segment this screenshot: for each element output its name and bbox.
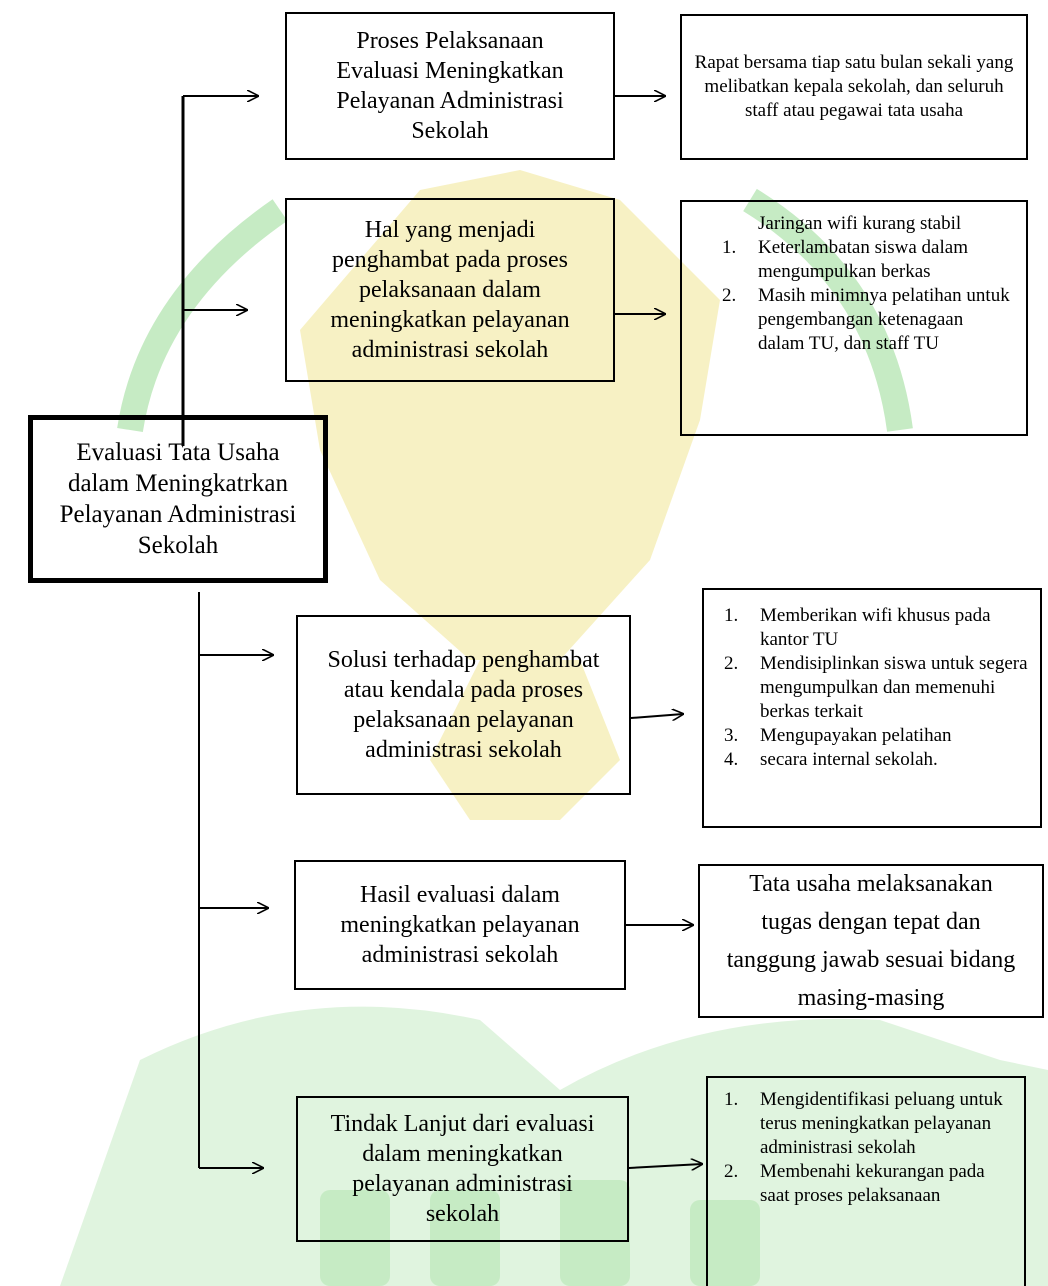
branch-node-obstacles: Hal yang menjadi penghambat pada proses … <box>285 198 615 382</box>
arrow-to-detail-5 <box>628 1164 702 1168</box>
branch-node-solutions: Solusi terhadap penghambat atau kendala … <box>296 615 631 795</box>
branch-label-solutions: Solusi terhadap penghambat atau kendala … <box>327 647 600 763</box>
detail-node-solutions: 1.Memberikan wifi khusus pada kantor TU … <box>702 588 1042 828</box>
list-item: 4.secara internal sekolah. <box>724 749 938 770</box>
detail-node-results: Tata usaha melaksanakan tugas dengan tep… <box>698 864 1044 1018</box>
detail-node-process: Rapat bersama tiap satu bulan sekali yan… <box>680 14 1028 160</box>
detail-list-followup: 1.Mengidentifikasi peluang untuk terus m… <box>724 1088 1016 1208</box>
list-item: 2.Masih minimnya pelatihan untuk pengemb… <box>722 285 1010 354</box>
list-item: 1.Mengidentifikasi peluang untuk terus m… <box>724 1089 1003 1158</box>
branch-label-process: Proses Pelaksanaan Evaluasi Meningkatkan… <box>336 28 564 144</box>
list-item: 1.Keterlambatan siswa dalam mengumpulkan… <box>722 237 968 282</box>
root-node: Evaluasi Tata Usaha dalam Meningkatrkan … <box>28 415 328 583</box>
detail-text-process: Rapat bersama tiap satu bulan sekali yan… <box>694 52 1014 121</box>
detail-node-obstacles: Jaringan wifi kurang stabil 1.Keterlamba… <box>680 200 1028 436</box>
branch-label-followup: Tindak Lanjut dari evaluasi dalam mening… <box>330 1111 595 1227</box>
list-item: 1.Memberikan wifi khusus pada kantor TU <box>724 605 991 650</box>
branch-label-obstacles: Hal yang menjadi penghambat pada proses … <box>330 217 570 363</box>
list-item: 2.Mendisiplinkan siswa untuk segera meng… <box>724 653 1028 722</box>
branch-label-results: Hasil evaluasi dalam meningkatkan pelaya… <box>340 882 580 968</box>
detail-lead-obstacles: Jaringan wifi kurang stabil <box>758 213 962 234</box>
list-item: 3.Mengupayakan pelatihan <box>724 725 952 746</box>
root-label: Evaluasi Tata Usaha dalam Meningkatrkan … <box>59 439 297 559</box>
branch-node-process: Proses Pelaksanaan Evaluasi Meningkatkan… <box>285 12 615 160</box>
detail-list-solutions: 1.Memberikan wifi khusus pada kantor TU … <box>724 604 1032 772</box>
detail-node-followup: 1.Mengidentifikasi peluang untuk terus m… <box>706 1076 1026 1286</box>
arrow-to-detail-3 <box>630 714 683 718</box>
branch-node-results: Hasil evaluasi dalam meningkatkan pelaya… <box>294 860 626 990</box>
detail-text-results: Tata usaha melaksanakan tugas dengan tep… <box>726 871 1016 1011</box>
list-item: 2.Membenahi kekurangan pada saat proses … <box>724 1161 985 1206</box>
branch-node-followup: Tindak Lanjut dari evaluasi dalam mening… <box>296 1096 629 1242</box>
detail-list-obstacles: 1.Keterlambatan siswa dalam mengumpulkan… <box>722 236 1014 356</box>
